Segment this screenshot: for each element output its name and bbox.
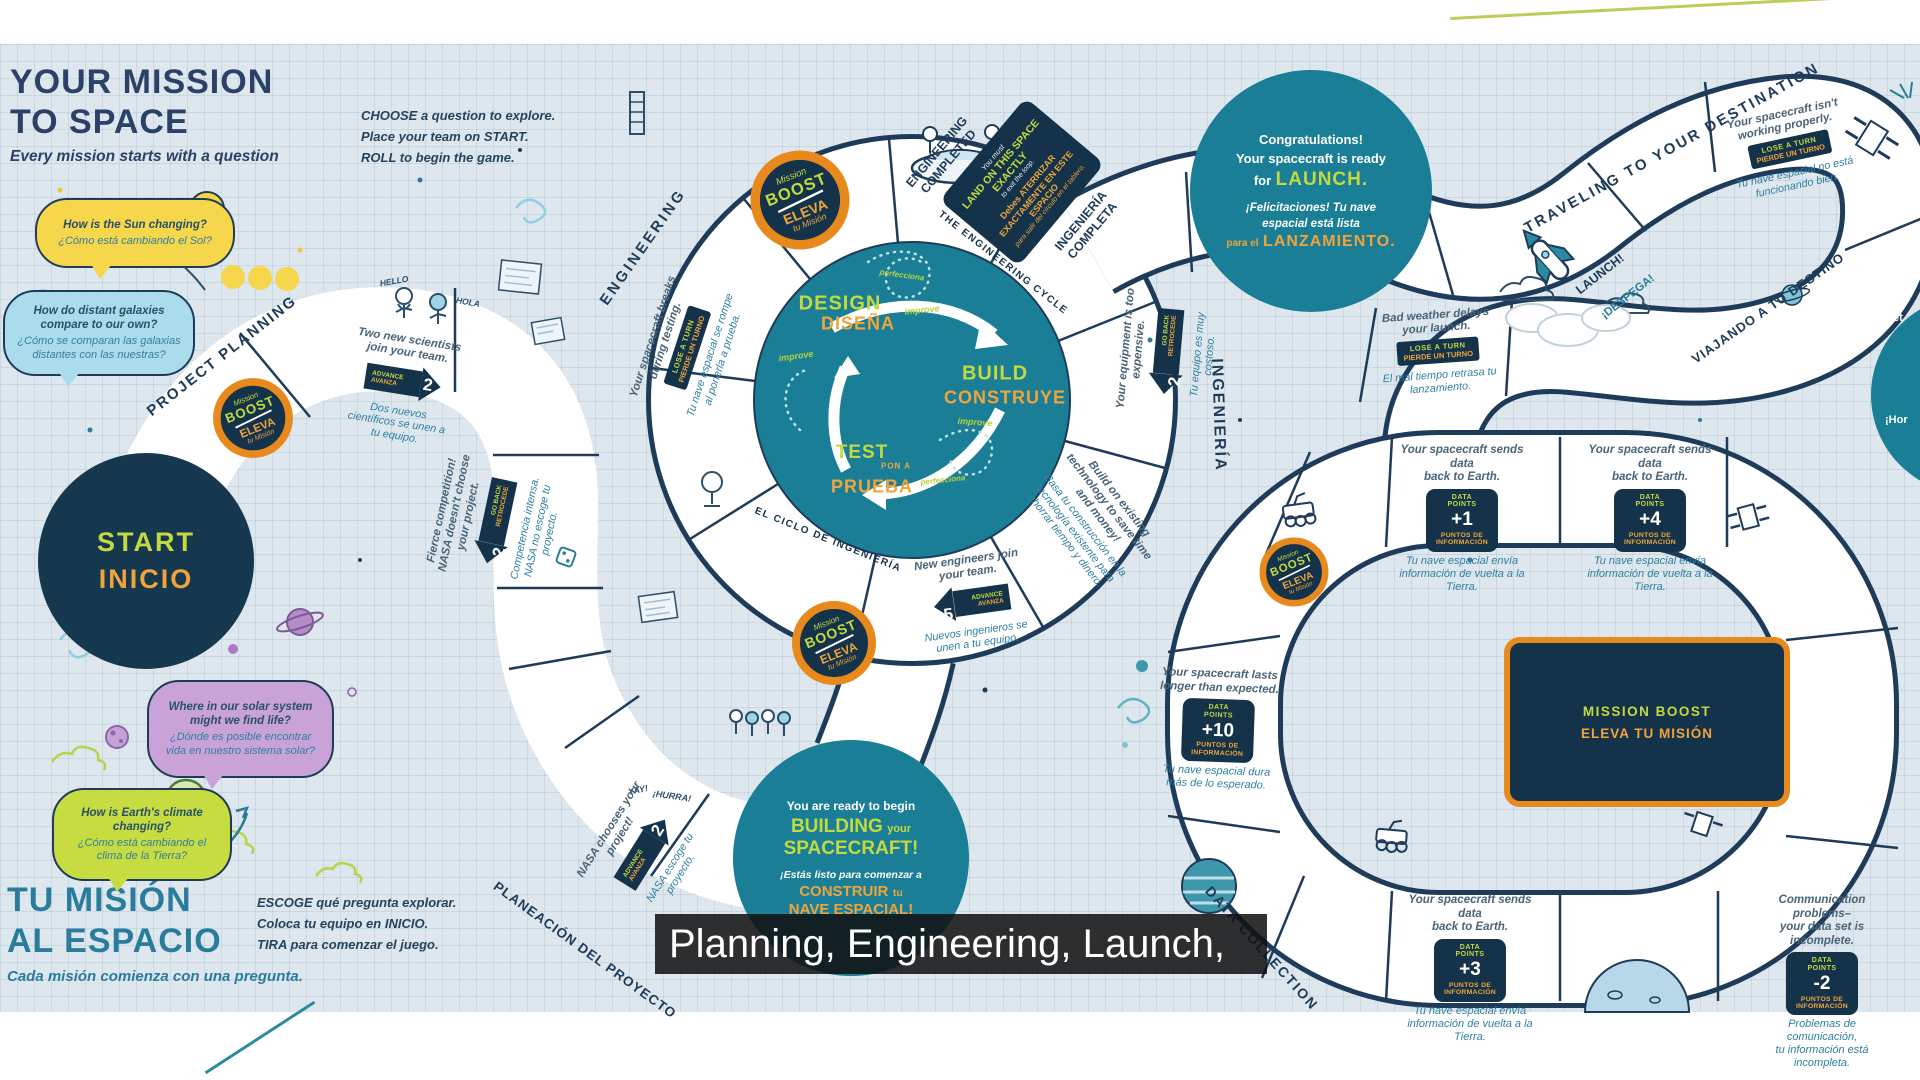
launch-es-3: para el (1226, 238, 1259, 250)
bubble-galaxies-en: How do distant galaxies compare to our o… (33, 305, 165, 332)
mission-boost-card: MISSION BOOST ELEVA TU MISIÓN (1504, 637, 1790, 807)
title-en-line1: YOUR MISSION (10, 63, 274, 101)
building-es-nave: NAVE ESPACIAL! (788, 900, 914, 918)
track-travel (1374, 78, 1920, 474)
weather-cloud-icons (1499, 275, 1651, 314)
rover-icons (1281, 492, 1408, 853)
edge-circle-fragment-2: ¡Hor (1885, 414, 1908, 426)
scientist-doodles (395, 124, 1010, 736)
building-en-your: your (887, 822, 912, 835)
building-es-tu: tu (892, 886, 903, 899)
start-label-es: INICIO (98, 564, 194, 594)
space-data-minus-2: Communication problems–your data set is … (1775, 894, 1869, 1070)
space-dividers (239, 81, 1920, 1002)
bubble-sun-en: How is the Sun changing? (63, 218, 207, 231)
cycle-build-es: CONSTRUYE (943, 387, 1067, 408)
start-label-en: START (97, 527, 195, 557)
engineering-ring (651, 139, 1173, 661)
title-es-line2: AL ESPACIO (7, 921, 222, 960)
launch-es-2: espacial está lista (1262, 218, 1360, 231)
satellite-icons (1684, 81, 1913, 838)
question-bubble-sun: How is the Sun changing? ¿Cómo está camb… (35, 198, 235, 279)
building-en-spacecraft: SPACECRAFT! (783, 837, 919, 859)
title-es-line1: TU MISIÓN (7, 881, 192, 919)
launch-en-2: Your spacecraft is ready (1235, 150, 1387, 166)
bubble-climate-es: ¿Cómo está cambiando el clima de la Tier… (77, 836, 207, 863)
building-en-word: BUILDING (790, 815, 883, 837)
launch-cloud-icon (1505, 303, 1631, 347)
instructions-es: ESCOGE qué pregunta explorar. Coloca tu … (257, 893, 456, 955)
lose-turn-badge: LOSE A TURN PIERDE UN TURNO (1396, 336, 1480, 367)
bubble-life-en: Where in our solar system might we find … (168, 701, 313, 728)
cycle-build-en: BUILD (961, 362, 1029, 385)
board-title-es: TU MISIÓN AL ESPACIO Cada misión comienz… (7, 880, 303, 985)
bubble-galaxies-es: ¿Cómo se comparan las galaxias distantes… (17, 335, 181, 361)
instructions-en: CHOOSE a question to explore. Place your… (361, 106, 555, 168)
instruction-en-3: ROLL to begin the game. (361, 149, 515, 165)
cycle-test-es: PRUEBA (830, 476, 914, 497)
space-fierce-competition: Fierce competition! NASA doesn't choose … (425, 453, 561, 581)
title-en-line2: TO SPACE (10, 103, 189, 142)
title-es-subtitle: Cada misión comienza con una pregunta. (7, 967, 303, 985)
launch-es-1: ¡Felicitaciones! Tu nave (1245, 201, 1377, 214)
instruction-es-1: ESCOGE qué pregunta explorar. (257, 895, 457, 910)
track-s (118, 287, 903, 915)
start-space: START INICIO (38, 453, 254, 669)
cycle-test-en: TEST (835, 442, 889, 463)
cycle-test-mid: PON A (880, 461, 912, 471)
space-two-scientists: Two new scientists join your team. ADVAN… (346, 325, 463, 446)
building-es-word: CONSTRUIR (799, 882, 889, 900)
blueprint-doodles (497, 91, 723, 624)
video-caption: Planning, Engineering, Launch, (655, 914, 1267, 974)
question-bubble-galaxies: How do distant galaxies compare to our o… (3, 290, 195, 387)
title-en-subtitle: Every mission starts with a question (10, 148, 279, 166)
boost-card-line2: ELEVA TU MISIÓN (1580, 725, 1713, 741)
space-bad-weather: Bad weather delays your launch. LOSE A T… (1381, 305, 1497, 397)
space-equipment-expensive: Your equipment is too expensive. GO BACK… (1114, 287, 1218, 410)
launch-en-word: LAUNCH. (1275, 168, 1369, 190)
cycle-design-es: DISEÑA (820, 313, 896, 334)
instruction-es-2: Coloca tu equipo en INICIO. (257, 915, 429, 931)
cycle-design-en: DESIGN (798, 292, 882, 315)
bubble-sun-es: ¿Cómo está cambiando el Sol? (58, 234, 212, 247)
building-en-1: You are ready to begin (786, 799, 916, 814)
cycle-arrows (784, 250, 1008, 510)
instruction-en-2: Place your team on START. (361, 128, 529, 144)
board-title-en: YOUR MISSION TO SPACE Every mission star… (10, 62, 279, 166)
launch-en-1: Congratulations! (1259, 131, 1363, 147)
launch-en-3: for (1253, 172, 1272, 188)
launch-es-word: LANZAMIENTO. (1263, 233, 1396, 251)
question-bubble-climate: How is Earth's climate changing? ¿Cómo e… (52, 788, 232, 892)
edge-circle-fragment-1: et (1893, 312, 1903, 324)
rocket-icon (1522, 229, 1576, 285)
building-es-1: ¡Estás listo para comenzar a (780, 868, 922, 881)
instruction-es-3: TIRA para comenzar el juego. (257, 936, 439, 952)
bubble-life-es: ¿Dónde es posible encontrar vida en nues… (165, 731, 316, 757)
instruction-en-1: CHOOSE a question to explore. (361, 108, 556, 123)
boost-card-line1: MISSION BOOST (1582, 703, 1712, 719)
question-bubble-life: Where in our solar system might we find … (147, 680, 334, 789)
bubble-climate-en: How is Earth's climate changing? (81, 806, 203, 833)
launch-ready-circle: Congratulations! Your spacecraft is read… (1190, 70, 1432, 312)
